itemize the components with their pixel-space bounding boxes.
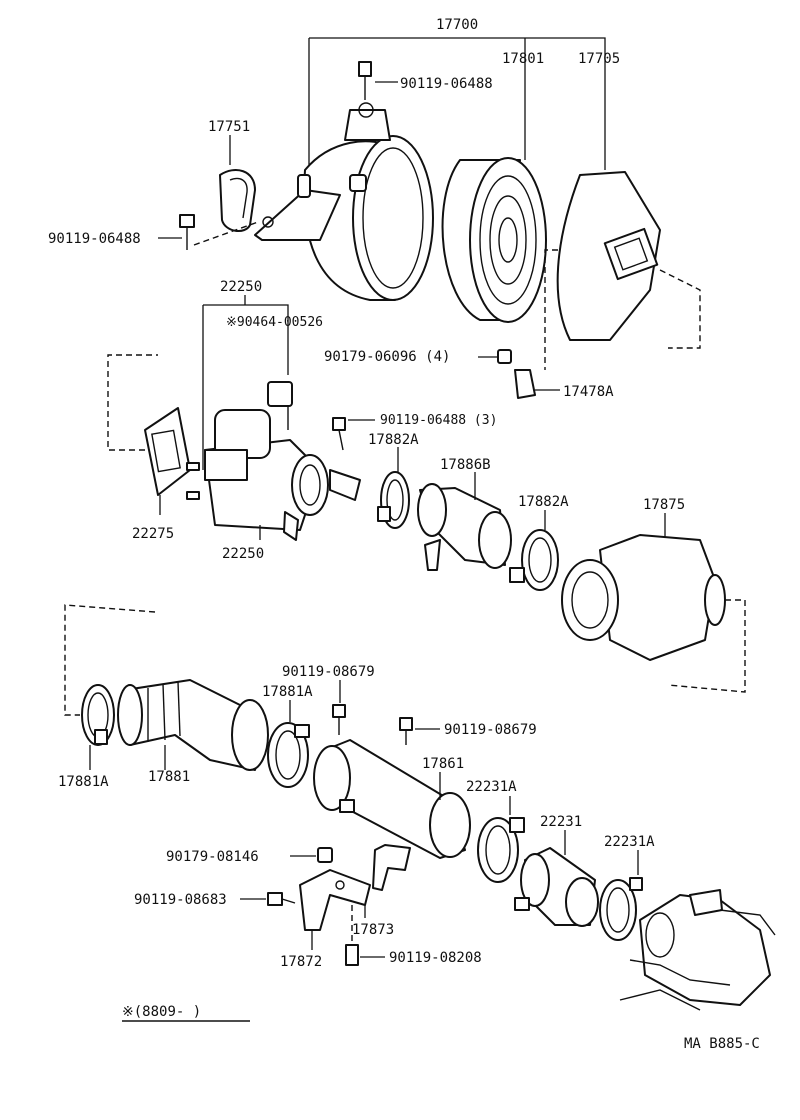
bolt-top — [358, 61, 398, 100]
hose-clamp-17882A-2 — [509, 510, 559, 591]
label-17882A-1: 17882A — [368, 432, 419, 448]
clip-90464 — [267, 381, 293, 430]
label-90119-08208: 90119-08208 — [389, 950, 482, 966]
label-90464-00526: ※90464-00526 — [226, 315, 323, 330]
label-17700: 17700 — [436, 17, 478, 33]
label-22231A-2: 22231A — [604, 834, 655, 850]
label-90119-08683: 90119-08683 — [134, 892, 227, 908]
nut-90179-08146 — [290, 847, 333, 863]
label-90119-06488-top: 90119-06488 — [400, 76, 493, 92]
label-17861: 17861 — [422, 756, 464, 772]
label-90119-06488-3: 90119-06488 (3) — [380, 413, 497, 428]
bolt-3 — [332, 417, 375, 451]
label-17478A: 17478A — [563, 384, 614, 400]
hose-clamp-17881A-top — [267, 700, 310, 788]
nut-90179-06096 — [478, 349, 512, 364]
label-diagram-code: MA B885-C — [684, 1036, 760, 1052]
hose-22231 — [514, 830, 599, 927]
label-17872: 17872 — [280, 954, 322, 970]
intake-pipe-17861 — [313, 739, 471, 859]
air-flow-meter — [186, 409, 361, 541]
bolt-90119-08679-2 — [399, 717, 440, 745]
throttle-body-partial — [619, 889, 776, 1011]
label-17886B: 17886B — [440, 457, 491, 473]
label-17882A-2: 17882A — [518, 494, 569, 510]
air-filter-element — [441, 157, 547, 323]
hose-clamp-17881A-left — [81, 684, 115, 770]
bolt-90119-08679-1 — [332, 680, 346, 735]
clamp-17478A — [514, 369, 560, 399]
intake-hose-17881 — [117, 679, 269, 771]
label-effective-date: ※(8809- ) — [122, 1004, 201, 1020]
label-22231A-1: 22231A — [466, 779, 517, 795]
air-cleaner-cap — [556, 171, 661, 341]
label-17881A-left: 17881A — [58, 774, 109, 790]
label-90179-06096: 90179-06096 (4) — [324, 349, 450, 365]
label-22250-top: 22250 — [220, 279, 262, 295]
label-22231: 22231 — [540, 814, 582, 830]
bolt-90119-08683 — [240, 892, 296, 906]
label-90119-08679-2: 90119-08679 — [444, 722, 537, 738]
label-22275: 22275 — [132, 526, 174, 542]
hose-clamp-17882A-1 — [377, 447, 410, 529]
label-17873: 17873 — [352, 922, 394, 938]
label-90119-06488-left: 90119-06488 — [48, 231, 141, 247]
hose-clamp-22231A-2 — [599, 850, 643, 941]
label-17751: 17751 — [208, 119, 250, 135]
gasket-17751 — [219, 135, 256, 232]
label-17801: 17801 — [502, 51, 544, 67]
resonator-17875 — [561, 513, 726, 661]
air-hose-17886B — [417, 472, 512, 571]
label-17705: 17705 — [578, 51, 620, 67]
bracket-17873 — [364, 844, 411, 918]
label-90119-08679-1: 90119-08679 — [282, 664, 375, 680]
label-90179-08146: 90179-08146 — [166, 849, 259, 865]
label-17881: 17881 — [148, 769, 190, 785]
label-17881A-top: 17881A — [262, 684, 313, 700]
label-17875: 17875 — [643, 497, 685, 513]
bolt-90119-08208 — [345, 905, 385, 966]
bracket-17872 — [299, 869, 371, 950]
bolt-left — [158, 214, 259, 250]
air-cleaner-case — [254, 37, 606, 301]
gasket-22275 — [144, 407, 191, 515]
label-22250-bottom: 22250 — [222, 546, 264, 562]
hose-clamp-22231A-1 — [477, 796, 525, 883]
